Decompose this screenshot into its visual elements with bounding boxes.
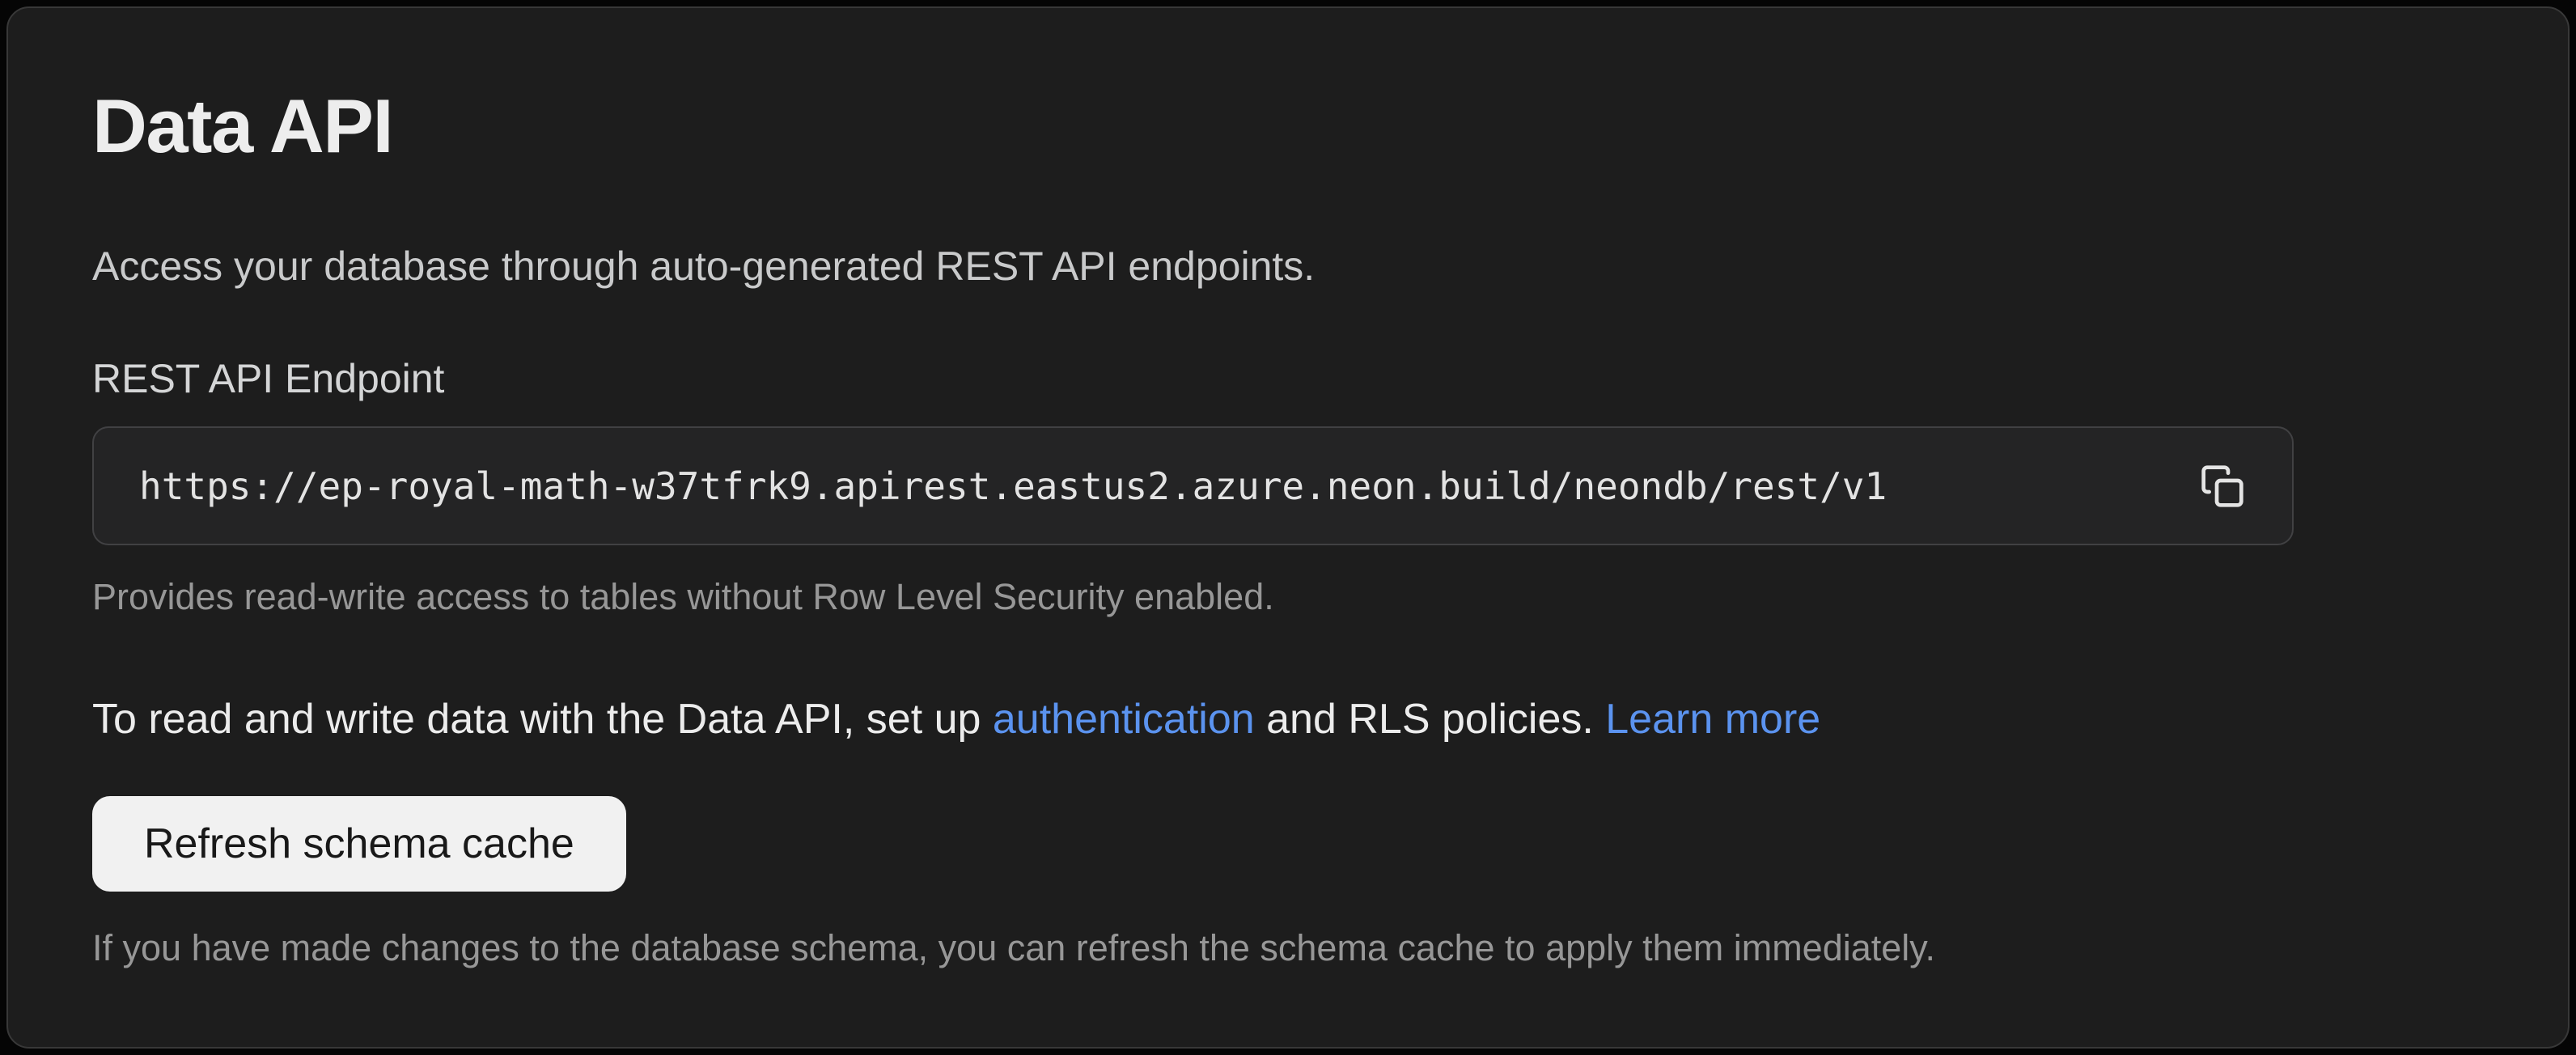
data-api-panel: Data API Access your database through au… (6, 6, 2570, 1049)
copy-icon (2200, 464, 2245, 509)
endpoint-helper-text: Provides read-write access to tables wit… (92, 576, 1274, 618)
authentication-link[interactable]: authentication (992, 696, 1255, 744)
auth-note: To read and write data with the Data API… (92, 690, 2484, 749)
learn-more-link[interactable]: Learn more (1605, 696, 1821, 744)
endpoint-url-field[interactable]: https://ep-royal-math-w37tfrk9.apirest.e… (92, 426, 2294, 546)
endpoint-label: REST API Endpoint (92, 356, 445, 402)
refresh-schema-cache-button[interactable]: Refresh schema cache (92, 795, 626, 892)
copy-endpoint-button[interactable] (2200, 464, 2245, 509)
endpoint-url-value[interactable]: https://ep-royal-math-w37tfrk9.apirest.e… (139, 464, 1888, 508)
auth-note-prefix: To read and write data with the Data API… (92, 696, 993, 744)
panel-description: Access your database through auto-genera… (92, 244, 1316, 290)
auth-note-middle: and RLS policies. (1254, 696, 1606, 744)
refresh-helper-text: If you have made changes to the database… (92, 926, 1935, 968)
page-title: Data API (92, 83, 394, 168)
